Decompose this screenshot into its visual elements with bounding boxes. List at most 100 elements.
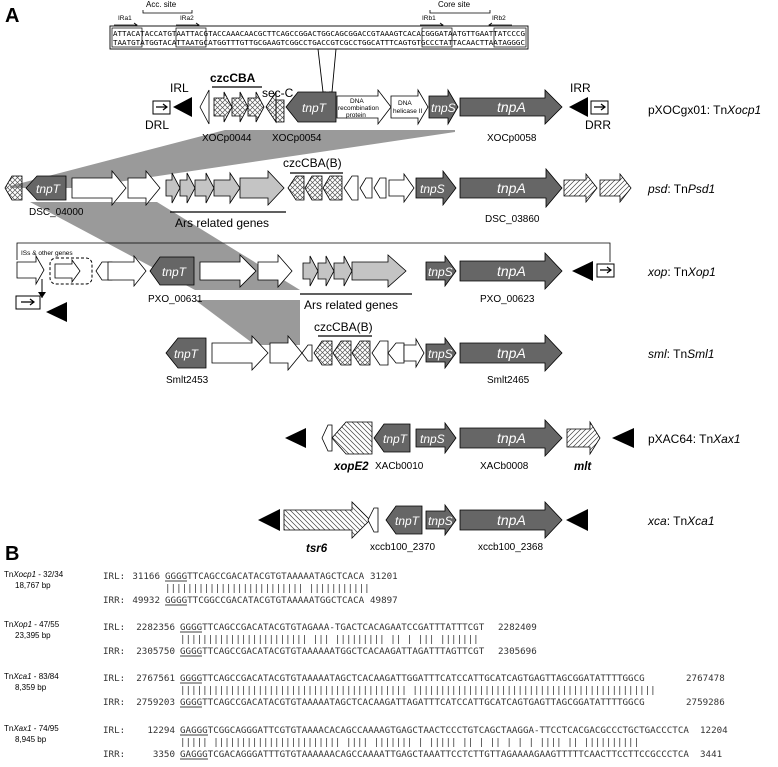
id-pxo-00623: PXO_00623 xyxy=(480,294,535,305)
row2-name: psd: TnPsd1 xyxy=(647,182,715,196)
xope2-label: xopE2 xyxy=(333,461,369,473)
xax-tnpa-label: tnpA xyxy=(497,430,526,446)
sml-tnpa-label: tnpA xyxy=(497,345,526,361)
aln3-match: ||||||||||||||||||||||||||||||||||||||||… xyxy=(180,685,656,696)
dna-rec-line2: recombination xyxy=(338,105,379,112)
aln4-irr-seq: GAGGGTCGACAGGGATTTGTGTAAAAAACAGCCAAAATTG… xyxy=(180,749,689,760)
row6-name: xca: TnXca1 xyxy=(647,514,715,528)
tnpa-label: tnpA xyxy=(497,99,526,115)
aln1-match: ||||||||||||||||||||||||| ||||||||||| xyxy=(165,583,370,594)
irl-triangle-icon xyxy=(173,97,192,117)
irr-label: IRR xyxy=(570,81,591,95)
aln4-irl-end: 12204 xyxy=(700,725,728,736)
mlt-label: mlt xyxy=(574,461,592,473)
id-dsc-03860: DSC_03860 xyxy=(485,214,540,225)
psd-white-gene-1 xyxy=(71,169,127,207)
ars-gene-4 xyxy=(213,171,241,205)
aln2-irl-seq: GGGGTTCAGCCGACATACGTGTAGAAA-TGACTCACAGAA… xyxy=(180,622,485,633)
psd-tnps-label: tnpS xyxy=(420,182,445,196)
aln3-name: TnXca1 - 83/84 xyxy=(4,672,59,681)
psd-hatched-start xyxy=(4,175,23,201)
tnps-label: tnpS xyxy=(431,101,456,115)
psd-white-gene-2 xyxy=(127,169,161,207)
ira1-label: IRa1 xyxy=(118,15,132,22)
tnpt-label: tnpT xyxy=(302,101,328,115)
iss-dashed-box xyxy=(49,257,93,285)
xax-tnpt-label: tnpT xyxy=(383,432,409,446)
aln3-irr-end: 2759286 xyxy=(686,697,725,708)
row5-name: pXAC64: TnXax1 xyxy=(648,432,741,446)
row4-name: sml: TnSml1 xyxy=(648,347,714,361)
sml-tnps-label: tnpS xyxy=(428,347,453,361)
aln2-match: ||||||||||||||||||||||| ||| ||||||||| ||… xyxy=(180,634,479,645)
irl-label: IRL xyxy=(170,81,189,95)
aln4-match: ||||| ||||||||||||||||||||||| |||| |||||… xyxy=(180,737,639,748)
aln4-irl-start: 12294 xyxy=(147,725,175,736)
aln2-irr-end: 2305696 xyxy=(498,646,537,657)
aln1-name: TnXocp1 - 32/34 xyxy=(4,570,64,579)
dna-helicase-gene xyxy=(390,88,429,126)
aln1-irl-end: 31201 xyxy=(370,571,398,582)
czc-gene-1 xyxy=(213,91,233,123)
aln4-irl-label: IRL: xyxy=(103,725,125,736)
acc-site-label: Acc. site xyxy=(146,0,177,9)
drr-arrow-icon xyxy=(594,103,606,111)
xop-tnpa-label: tnpA xyxy=(497,263,526,279)
xca-tnpt-gene xyxy=(385,505,423,535)
xca-tnps-gene xyxy=(425,503,457,537)
tnps-gene xyxy=(428,88,459,126)
irr-triangle-icon xyxy=(569,97,588,117)
psd-tnpa-gene xyxy=(459,167,563,209)
aln1-irr-seq: GGGGTTCGGCCGACATACGTGTAAAAATGGCTCACA xyxy=(165,595,365,606)
xop-dr-arrow-icon xyxy=(21,298,35,306)
site-seq-top: ATTACATACCATGTAATTACGTACCAAACAACGCTTCAGC… xyxy=(113,30,525,38)
aln3-irl-end: 2767478 xyxy=(686,673,725,684)
psd-czc-gene-1 xyxy=(287,175,305,201)
irb2-label: IRb2 xyxy=(492,15,506,22)
aln3-irl-seq: GGGGTTCAGCCGACATACGTGTAAAAATAGCTCACAAGAT… xyxy=(180,673,645,684)
aln3-irr-label: IRR: xyxy=(103,697,125,708)
id-pxo-00631: PXO_00631 xyxy=(148,294,203,305)
aln2-irr-label: IRR: xyxy=(103,646,125,657)
aln2-name: TnXop1 - 47/55 xyxy=(4,620,60,629)
gene-left-white xyxy=(199,89,210,125)
xop-tnpt-label: tnpT xyxy=(162,265,188,279)
tnpt-gene xyxy=(285,91,337,123)
homology-bands xyxy=(10,130,455,345)
sml-tnps-gene xyxy=(425,336,457,370)
row-sml: tnpT Smlt2453 czcCBA(B) tnpS tnpA Smlt24… xyxy=(165,320,714,386)
aln1-irl-seq: GGGGTTCAGCCGACATACGTGTAAAAATAGCTCACA xyxy=(165,571,365,582)
row-pxac64: xopE2 tnpT XACb0010 tnpS tnpA XACb0008 m… xyxy=(285,418,741,473)
row3-name: xop: TnXop1 xyxy=(647,265,716,279)
ars-gene-1 xyxy=(165,172,181,204)
aln1-irl-label: IRL: xyxy=(103,571,125,582)
dna-rec-line1: DNA xyxy=(350,98,364,105)
xca-tnpa-label: tnpA xyxy=(497,512,526,528)
xop-right-triangle-icon xyxy=(572,261,593,281)
psd-tnpt-label: tnpT xyxy=(36,182,62,196)
dna-hel-line2: helicase II xyxy=(393,108,422,115)
xca-tnpa-gene xyxy=(459,500,563,540)
drr-label: DRR xyxy=(585,118,611,132)
tsr6-gene xyxy=(283,501,371,539)
czc-gene-3 xyxy=(247,91,265,123)
aln3-size: 8,359 bp xyxy=(15,683,47,692)
aln4-irr-start: 3350 xyxy=(153,749,175,760)
site-sequence-box: Acc. site Core site IRa1 IRa2 IRb1 IRb2 … xyxy=(109,0,529,93)
band-row1-row2 xyxy=(10,130,455,188)
psd-hatched-end-2 xyxy=(599,172,632,204)
band-row3-row4 xyxy=(195,300,300,345)
row-xca: tsr6 tnpT xccb100_2370 tnpS tnpA xccb100… xyxy=(258,500,715,555)
id-xocp0054: XOCp0054 xyxy=(272,133,322,144)
sec-c-label: sec-C xyxy=(262,86,294,100)
czc-gene-2 xyxy=(231,91,249,123)
aln3-irr-start: 2759203 xyxy=(136,697,175,708)
sml-tnpt-gene xyxy=(165,337,207,369)
xca-right-triangle-icon xyxy=(566,509,588,531)
psd-tnps-gene xyxy=(415,169,457,207)
alignment-3: TnXca1 - 83/84 8,359 bp IRL: 2767561 GGG… xyxy=(4,672,725,708)
aln2-irr-seq: GGGGTTCAGCCGACATACGTGTAAAAAATGGCTCACAAGA… xyxy=(180,646,485,657)
aln4-irr-label: IRR: xyxy=(103,749,125,760)
row-xop: ISs & other genes tnpT PXO_00631 Ars rel… xyxy=(15,242,716,322)
panel-a-label: A xyxy=(5,5,19,27)
